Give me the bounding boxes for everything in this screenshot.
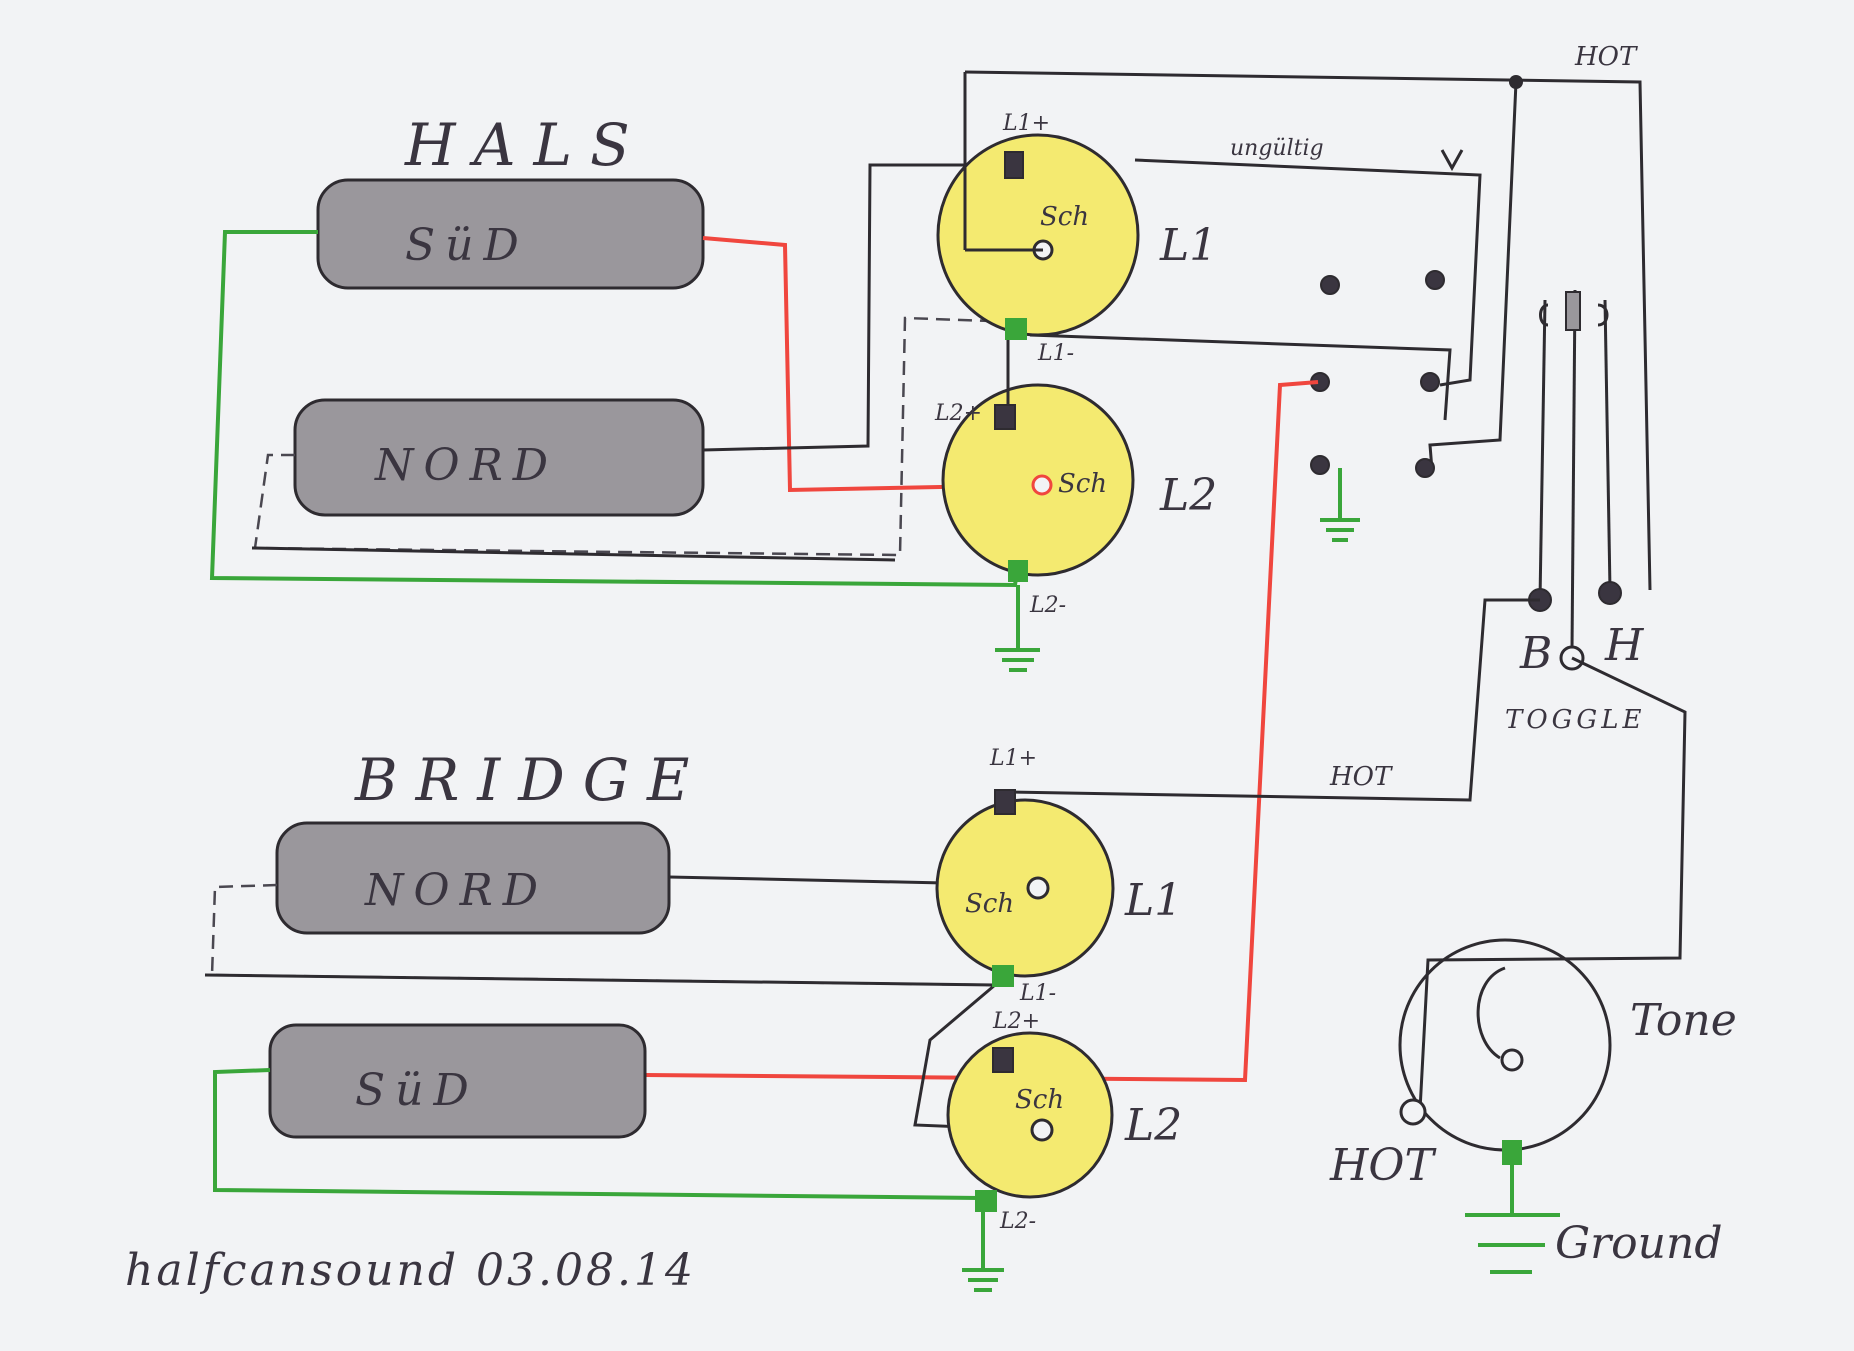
signature: halfcansound 03.08.14 <box>125 1245 696 1296</box>
neck-pot-l1-minus-lug <box>1005 318 1027 340</box>
bridge-sud-label: SüD <box>355 1065 479 1116</box>
bridge-pot-l1-minus: L1- <box>1019 981 1056 1006</box>
switch-note-arrow <box>1440 149 1464 172</box>
switch-l1minus-wire <box>1029 333 1452 421</box>
neck-sud-label: SüD <box>405 220 529 271</box>
neck-pot-l1-sch: Sch <box>1040 202 1089 232</box>
switch-outline <box>1134 158 1482 387</box>
neck-black-wire <box>702 163 1012 452</box>
bridge-pot-l1-plus: L1+ <box>989 746 1037 771</box>
bridge-pot-l1-plus-lug <box>994 789 1016 815</box>
bridge-pot-l1 <box>935 798 1115 978</box>
toggle-label: TOGGLE <box>1505 705 1645 735</box>
neck-nord-coil <box>293 398 705 517</box>
neck-pot-l2-label: L2 <box>1159 470 1217 521</box>
bridge-pot-l2-label: L2 <box>1124 1100 1182 1151</box>
bridge-pot-l2-minus-lug <box>975 1190 997 1212</box>
switch-hot-link <box>1428 81 1518 471</box>
toggle-center-rail <box>1570 289 1577 651</box>
switch-note: ungültig <box>1230 136 1324 161</box>
toggle-b-label: B <box>1519 628 1552 679</box>
bridge-pot-l1-label: L1 <box>1124 875 1182 926</box>
toggle-h-label: H <box>1604 620 1645 671</box>
toggle-h-rail <box>1603 299 1612 591</box>
neck-ground-icon <box>995 585 1040 672</box>
toggle-clips <box>1539 303 1609 327</box>
bridge-pot-l2-sch-lug <box>1030 1118 1054 1142</box>
neck-ground-run <box>251 546 896 562</box>
hot-label-top: HOT <box>1574 42 1638 72</box>
neck-pot-l2-minus-lug <box>1008 560 1028 582</box>
ground-label: Ground <box>1555 1218 1723 1269</box>
neck-red-wire <box>702 236 1041 493</box>
tone-lug <box>1500 1048 1524 1072</box>
neck-pot-l1-minus: L1- <box>1037 341 1074 366</box>
output-ground-icon <box>1465 1165 1560 1274</box>
bridge-pot-l1-sch-lug <box>1026 876 1050 900</box>
tone-ground-lug <box>1502 1140 1522 1165</box>
neck-pot-l1-label: L1 <box>1159 220 1217 271</box>
neck-nord-label: NORD <box>374 440 558 491</box>
bridge-green-wire <box>213 1068 981 1200</box>
hot-top-wire <box>964 70 1652 591</box>
bridge-hot-wire <box>1007 598 1540 802</box>
neck-pot-l2-sch: Sch <box>1058 469 1107 499</box>
output-hot-lug <box>1399 1098 1427 1126</box>
bridge-nord-label: NORD <box>364 865 548 916</box>
neck-title: HALS <box>404 111 648 179</box>
bridge-title: BRIDGE <box>354 746 707 814</box>
neck-pot-l2-plus: L2+ <box>934 401 982 426</box>
bridge-sud-coil <box>268 1023 647 1139</box>
neck-pot-l2-minus: L2- <box>1029 593 1066 618</box>
toggle-h-lug <box>1598 581 1622 605</box>
neck-shield-wire <box>253 316 1021 557</box>
bridge-pot-l1-sch: Sch <box>965 889 1014 919</box>
bridge-pot-l2-plus-lug <box>992 1047 1014 1073</box>
neck-pot-l2-sch-lug <box>1031 474 1053 496</box>
bridge-pot-l2 <box>946 1031 1114 1199</box>
neck-pot-l2-plus-lug <box>994 404 1016 430</box>
bridge-pot-l2-plus: L2+ <box>992 1009 1040 1034</box>
bridge-pot-l2-sch: Sch <box>1015 1085 1064 1115</box>
bridge-ground-run <box>204 973 996 987</box>
bridge-pot-l1-minus-lug <box>992 965 1014 987</box>
toggle-output-wire <box>1418 656 1687 1111</box>
toggle-b-rail <box>1538 299 1547 601</box>
tone-label: Tone <box>1630 995 1737 1046</box>
tone-wiper <box>1476 966 1506 1060</box>
bridge-ground-icon <box>962 1212 1004 1292</box>
neck-pot-l1 <box>936 133 1140 337</box>
bridge-red-wire <box>644 380 1319 1083</box>
bridge-pot-l2-minus: L2- <box>999 1209 1036 1234</box>
hot-label-output: HOT <box>1329 1140 1437 1191</box>
switch-ground-icon <box>1320 468 1360 542</box>
toggle-lever-icon <box>1565 291 1581 331</box>
hot-label-bridge: HOT <box>1329 762 1393 792</box>
neck-pot-l1-plus: L1+ <box>1002 111 1050 136</box>
switch-lugs <box>1310 270 1445 478</box>
neck-pot-l1-plus-lug <box>1004 151 1024 179</box>
